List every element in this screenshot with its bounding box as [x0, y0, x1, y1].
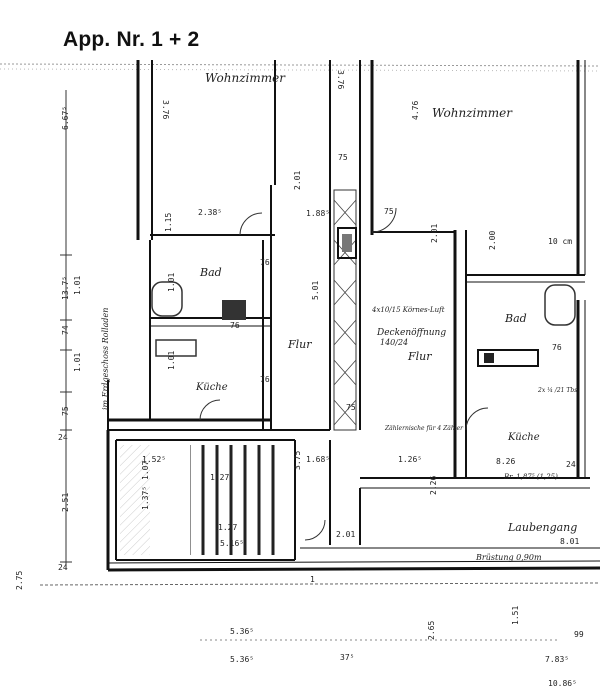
dim-24b: 24: [58, 563, 68, 572]
dim-75d: 75: [346, 403, 356, 412]
dim-476: 4.76: [411, 101, 420, 120]
dim-376-left: 3.76: [161, 100, 170, 119]
dim-151: 1.51: [511, 606, 520, 625]
dim-75b: 75: [338, 153, 348, 162]
dim-188: 1.88⁵: [306, 209, 330, 218]
dim-238: 2.38⁵: [198, 208, 222, 217]
dim-76c: 76: [552, 343, 562, 352]
deckenoeffnung-size: 140/24: [380, 338, 408, 347]
staircase: [190, 445, 285, 555]
room-flur-right: Flur: [407, 350, 432, 363]
dim-201c: 2.01: [336, 530, 355, 539]
door-swings: [199, 207, 489, 541]
dim-107: 1.07: [141, 461, 150, 480]
dim-75a: 75: [384, 207, 394, 216]
dim-24a: 24: [58, 433, 68, 442]
dim-226: 2.26: [429, 476, 438, 495]
room-kueche-right: Küche: [507, 432, 540, 443]
dimension-ticks: [60, 90, 72, 570]
room-flur-left: Flur: [287, 338, 312, 351]
room-kueche-left: Küche: [195, 382, 228, 393]
chimney-core: [342, 234, 352, 252]
br-right-label: Br. 1,87⁵ (1,25): [503, 473, 558, 481]
dim-101b: 1.01: [73, 353, 82, 372]
dim-200: 2.00: [488, 231, 497, 250]
dim-24c: 24: [566, 460, 576, 469]
room-bad-right: Bad: [504, 312, 527, 325]
room-laubengang: Laubengang: [507, 521, 577, 534]
bathtub-left: [151, 281, 183, 317]
shaft: [333, 189, 357, 431]
dim-516: 5.16⁵: [220, 539, 244, 548]
dim-1086: 10.86⁵: [548, 679, 577, 688]
dim-168: 1.68⁵: [306, 455, 330, 464]
bathtub-right: [544, 284, 576, 326]
dim-10cm: 10 cm: [548, 237, 572, 246]
sink-left: [222, 300, 246, 320]
dim-76a: 76: [260, 258, 270, 267]
stove-right: [484, 353, 494, 363]
room-bad-left: Bad: [199, 266, 222, 279]
dim-127a: 1.27: [210, 473, 229, 482]
dim-101a: 1.01: [73, 276, 82, 295]
room-wohnzimmer-right: Wohnzimmer: [432, 106, 513, 120]
kitchen-counter-right: [477, 349, 539, 367]
dim-152: 1.52⁵: [142, 455, 166, 464]
dim-101c: 1.01: [167, 273, 176, 292]
dim-101d: 1.01: [167, 351, 176, 370]
dim-536a: 5.36⁵: [230, 627, 254, 636]
dim-1: 1: [310, 575, 315, 584]
dim-201b: 2.01: [430, 224, 439, 243]
dim-201a: 2.01: [293, 171, 302, 190]
dim-376-mid: 3.76: [336, 70, 345, 89]
dim-826: 8.26: [496, 457, 515, 466]
dim-801: 8.01: [560, 537, 579, 546]
bruestung-label: Brüstung 0,90m: [475, 553, 542, 562]
dim-99: 99: [574, 630, 584, 639]
walls: [106, 60, 600, 572]
chimney: [337, 227, 357, 259]
stair-landing: [120, 445, 150, 555]
room-wohnzimmer-left: Wohnzimmer: [205, 71, 286, 85]
dim-375: 3.75: [293, 451, 302, 470]
deckenoeffnung-label: Deckenöffnung: [376, 328, 446, 338]
dim-127b: 1.27: [218, 523, 237, 532]
dim-76d: 76: [230, 321, 240, 330]
dim-126: 1.26⁵: [398, 455, 422, 464]
dim-536b: 5.36⁵: [230, 655, 254, 664]
kitchen-counter-left: [155, 339, 197, 357]
dim-265: 2.65: [427, 621, 436, 640]
koerner-label: 4x10/15 Körnes-Luft: [371, 306, 445, 314]
dim-375b: 37⁵: [340, 653, 354, 662]
zaehler-label: Zählernische für 4 Zähler: [384, 425, 464, 432]
dim-76b: 76: [260, 375, 270, 384]
br-right2-label: 2x ¼ /21 Tbs: [537, 387, 577, 394]
dim-115: 1.15: [164, 213, 173, 232]
dim-783: 7.83⁵: [545, 655, 569, 664]
page-title: App. Nr. 1 + 2: [63, 28, 200, 51]
dim-275: 2.75: [15, 571, 24, 590]
dim-137: 1.37⁵: [141, 486, 150, 510]
dim-500: 5.01: [311, 281, 320, 300]
rollladen-label: im Erdgeschoss Rolladen: [101, 308, 110, 410]
